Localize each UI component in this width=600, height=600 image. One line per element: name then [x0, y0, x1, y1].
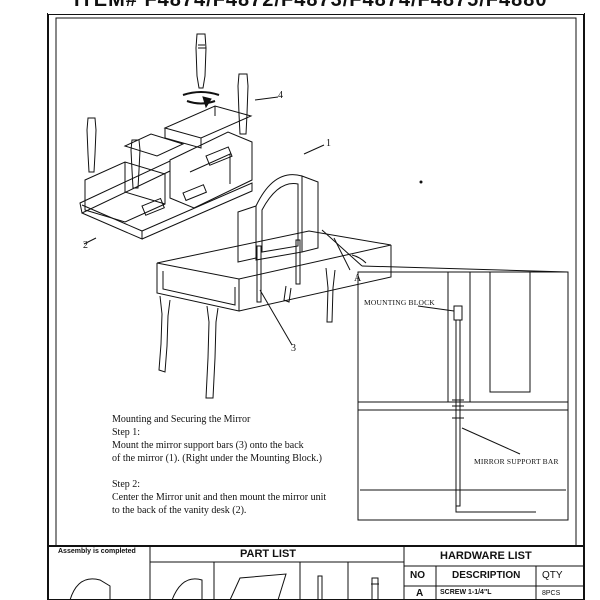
hardware-list-title: HARDWARE LIST	[440, 550, 532, 562]
step2-line1: Center the Mirror unit and then mount th…	[112, 492, 327, 503]
callout-2: 2	[83, 240, 88, 251]
col-description-header: DESCRIPTION	[452, 570, 521, 581]
hardware-row-description: SCREW 1-1/4"L	[440, 589, 492, 596]
vanity-body-inverted	[79, 105, 253, 240]
step2-label: Step 2:	[112, 479, 141, 490]
zoom-inset	[357, 271, 569, 521]
callout-3: 3	[291, 343, 296, 354]
tri-fold-mirror	[237, 174, 319, 263]
hardware-row-qty: 8PCS	[542, 590, 561, 597]
vanity-leg-top	[195, 33, 207, 89]
callout-4: 4	[278, 90, 283, 101]
callout-a: A	[354, 273, 362, 284]
callout-1: 1	[326, 138, 331, 149]
support-bar-label: MIRROR SUPPORT BAR	[474, 457, 559, 466]
vanity-desk	[156, 230, 392, 399]
mounting-block-label: MOUNTING BLOCK	[364, 298, 435, 307]
step1-label: Step 1:	[112, 427, 141, 438]
item-number-text: ITEM# F4874/F4872/F4873/F4874/F4875/F488…	[74, 0, 548, 11]
col-qty-header: QTY	[542, 570, 563, 581]
step2-line2: to the back of the vanity desk (2).	[112, 505, 247, 516]
assembly-complete-label: Assembly is completed	[58, 548, 136, 555]
hardware-row-no: A	[416, 588, 424, 599]
instructions-title: Mounting and Securing the Mirror	[112, 414, 251, 425]
instructions-block: Mounting and Securing the Mirror Step 1:…	[112, 413, 372, 517]
part-list-title: PART LIST	[240, 548, 297, 560]
step1-line2: of the mirror (1). (Right under the Moun…	[112, 453, 322, 464]
step1-line1: Mount the mirror support bars (3) onto t…	[112, 440, 304, 451]
document-title: ITEM# F4874/F4872/F4873/F4874/F4875/F488…	[48, 0, 584, 14]
col-no-header: NO	[410, 570, 425, 581]
